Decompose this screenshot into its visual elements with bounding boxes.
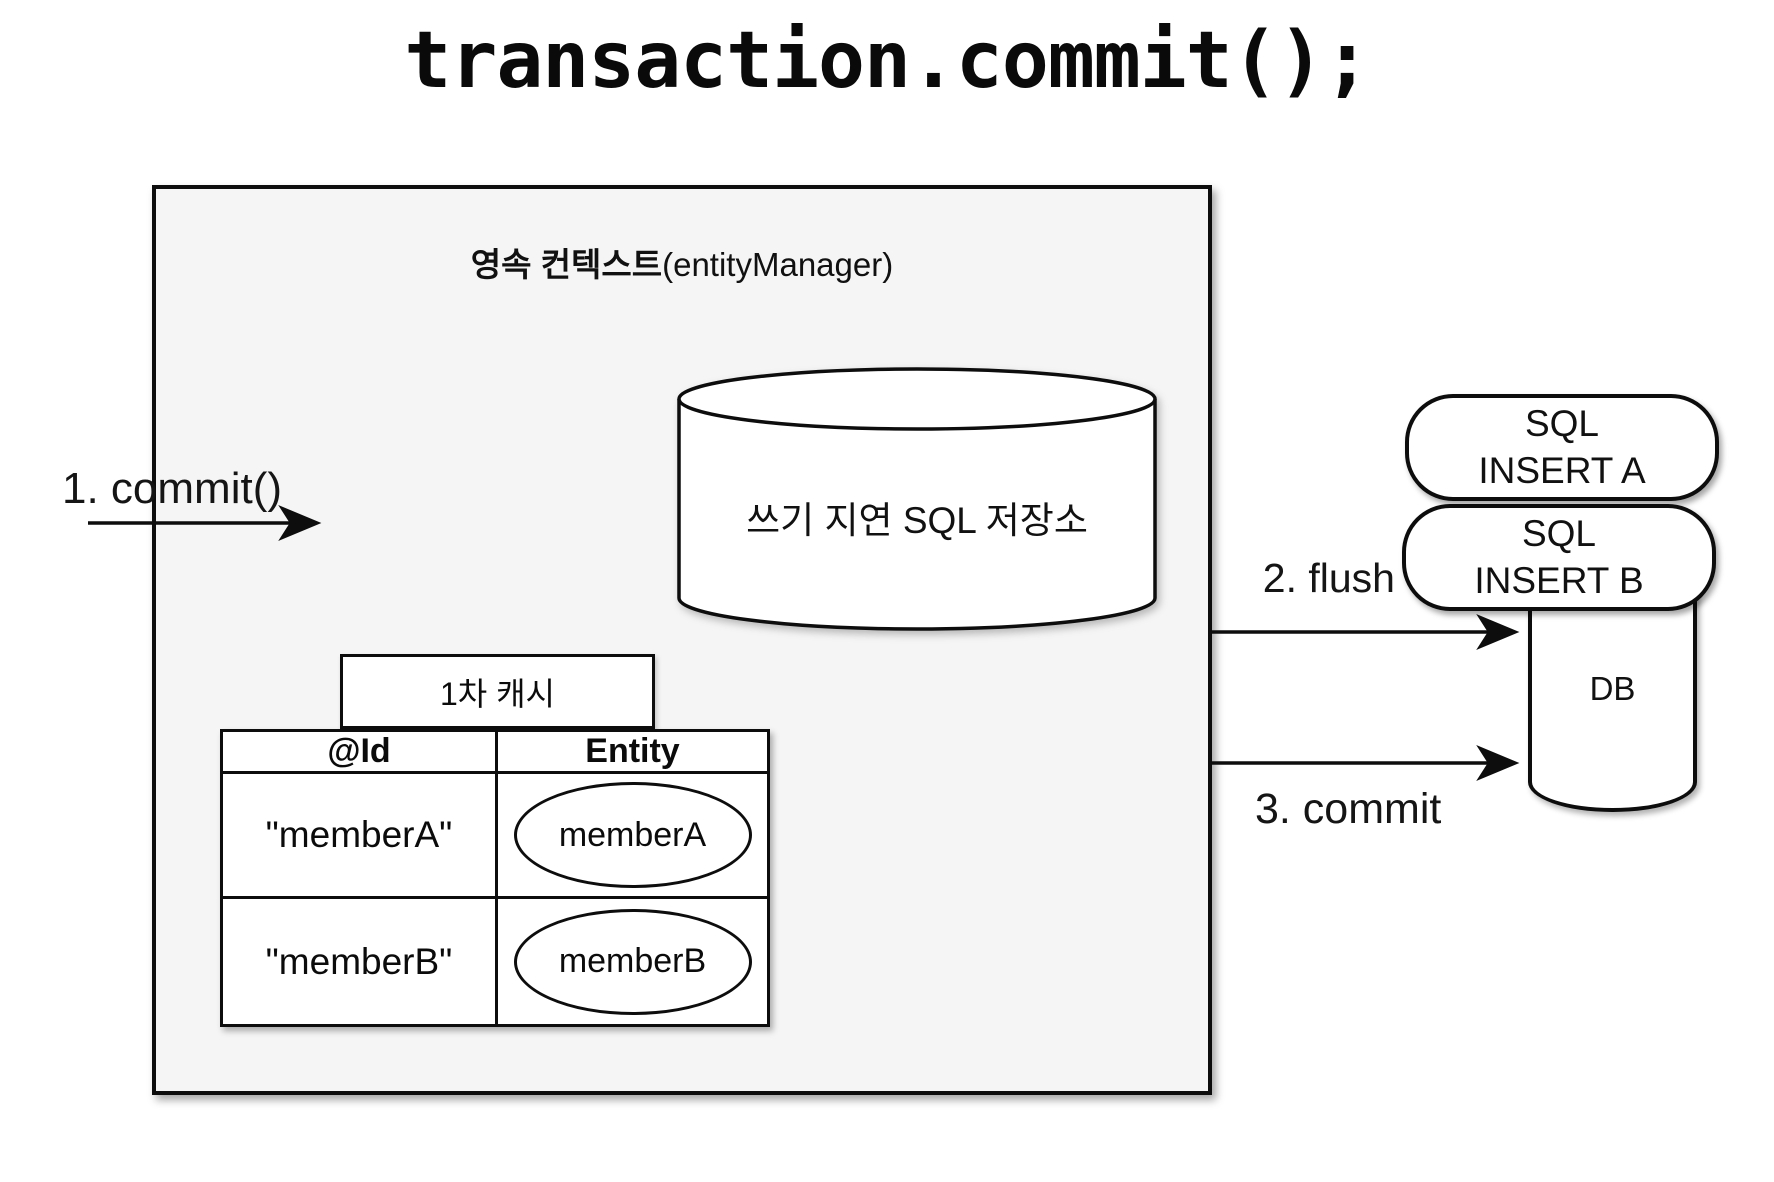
table-cell-entity-memberB: memberB: [498, 899, 767, 1024]
step2-flush-label: 2. flush: [1262, 555, 1395, 601]
sql-insert-b-box: SQL INSERT B: [1402, 504, 1716, 611]
first-level-cache-label-box: 1차 캐시: [340, 654, 655, 729]
sql-insert-a-line1: SQL: [1524, 402, 1600, 444]
write-behind-storage-label: 쓰기 지연 SQL 저장소: [746, 500, 1088, 541]
entity-ellipse-memberB: memberB: [513, 908, 752, 1015]
table-cell-id-memberA: "memberA": [223, 774, 498, 899]
first-level-cache-table: @Id Entity "memberA" memberA "memberB" m…: [220, 729, 770, 1027]
persistence-context-label-paren: (entityManager): [662, 246, 894, 283]
table-header-id: @Id: [223, 732, 498, 774]
table-cell-id-memberB: "memberB": [223, 899, 498, 1024]
first-level-cache-label: 1차 캐시: [439, 675, 555, 712]
write-behind-storage-cylinder: [677, 367, 1157, 631]
entity-ellipse-memberB-label: memberB: [558, 942, 707, 980]
entity-ellipse-memberA: memberA: [513, 782, 752, 888]
step1-commit-label: 1. commit(): [62, 464, 282, 513]
persistence-context-label-ko: 영속 컨텍스트: [470, 246, 663, 283]
sql-insert-a-line2: INSERT A: [1478, 449, 1646, 491]
table-cell-entity-memberA: memberA: [498, 774, 767, 899]
sql-insert-b-line2: INSERT B: [1474, 559, 1644, 601]
table-header-entity: Entity: [498, 732, 767, 774]
step3-commit-label: 3. commit: [1255, 785, 1442, 833]
sql-insert-b-line1: SQL: [1521, 512, 1597, 554]
database-label: DB: [1589, 670, 1636, 707]
sql-insert-a-box: SQL INSERT A: [1405, 394, 1719, 501]
persistence-context-label: 영속 컨텍스트(entityManager): [152, 238, 1212, 286]
diagram-title: transaction.commit();: [404, 16, 1370, 106]
entity-ellipse-memberA-label: memberA: [558, 815, 707, 854]
